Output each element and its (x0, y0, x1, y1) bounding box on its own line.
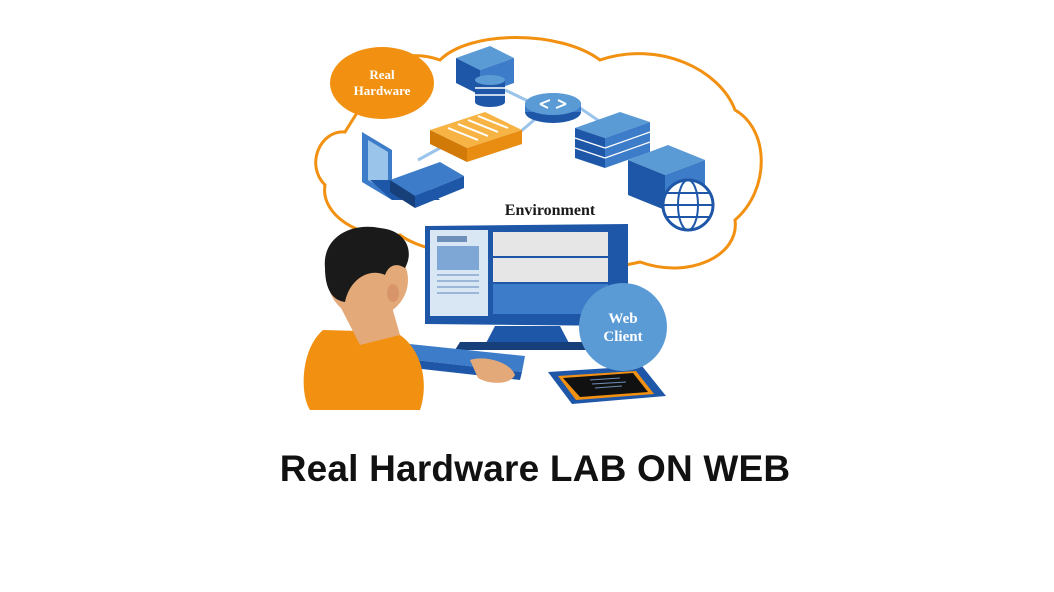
web-client-bubble: Web Client (579, 283, 667, 371)
real-hardware-label-line2: Hardware (354, 83, 411, 98)
real-hardware-label-line1: Real (369, 67, 395, 82)
monitor-icon (425, 224, 628, 350)
environment-label: Environment (505, 202, 596, 219)
database-icon (475, 75, 505, 107)
laptop-icon (362, 132, 464, 208)
router-icon (525, 93, 581, 123)
web-client-label-line1: Web (608, 311, 637, 327)
globe-icon (661, 178, 715, 232)
page-title: Real Hardware LAB ON WEB (279, 448, 791, 489)
firewall-icon (574, 112, 651, 168)
person-icon (303, 226, 515, 410)
switch-icon (430, 112, 522, 162)
tablet-icon (548, 366, 666, 404)
web-client-label-line2: Client (603, 329, 642, 345)
real-hardware-bubble: Real Hardware (330, 47, 434, 119)
